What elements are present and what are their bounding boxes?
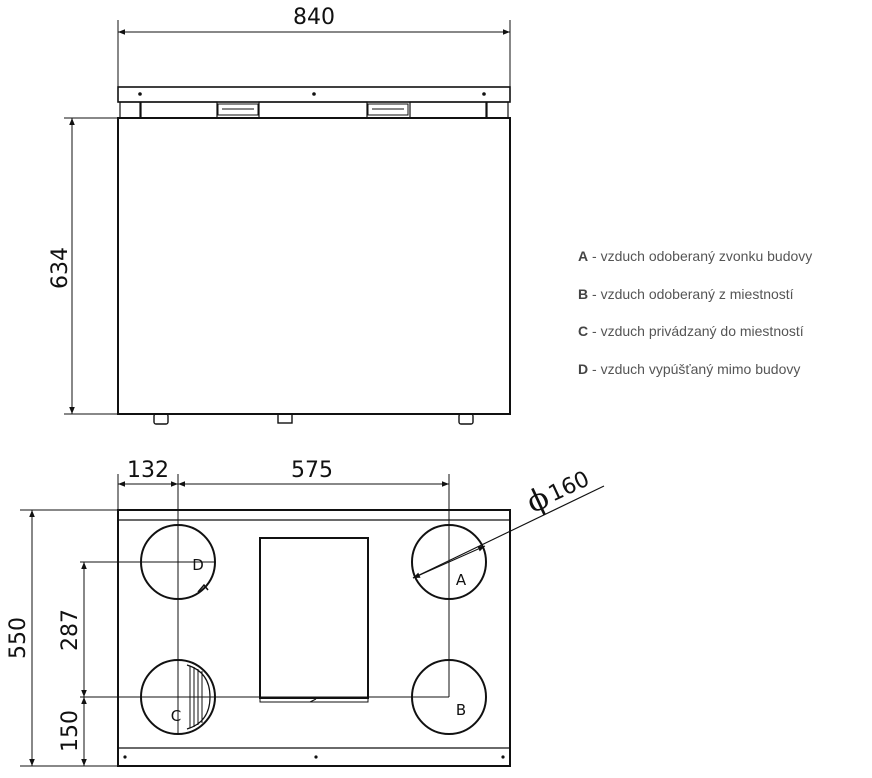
front-body [117,117,511,415]
legend-item-d: D - vzduch vypúšťaný mimo budovy [578,361,812,399]
legend-item-b: B - vzduch odoberaný z miestností [578,286,812,324]
foot [153,413,169,425]
legend-key: B [578,285,589,302]
legend-key: C [578,323,589,339]
service-panel [259,537,369,699]
legend-text: - vzduch vypúšťaný mimo budovy [588,360,801,377]
foot [277,413,293,424]
port-label-c: C [171,707,181,725]
legend-key: A [578,248,589,264]
top-view [20,474,605,767]
legend-text: - vzduch odoberaný z miestností [588,285,794,302]
diameter-annotation: ϕ 160 [521,467,594,521]
foot [458,413,474,425]
legend-text: - vzduch odoberaný zvonku budovy [588,248,813,264]
offset-label: 132 [127,458,169,483]
width-label: 840 [293,5,335,30]
legend: A - vzduch odoberaný zvonku budovy B - v… [578,248,812,398]
diameter-label: 160 [545,467,594,507]
port-label-d: D [192,556,204,574]
diameter-leader [412,485,605,579]
port-height-label: 287 [58,609,83,651]
legend-item-c: C - vzduch privádzaný do miestností [578,323,812,361]
legend-item-a: A - vzduch odoberaný zvonku budovy [578,248,812,286]
legend-key: D [578,360,589,377]
top-body [117,509,511,767]
port-label-b: B [456,701,466,719]
spacing-label: 575 [291,458,333,483]
depth-label: 550 [6,617,31,659]
height-label: 634 [48,247,73,289]
bottom-offset-label: 150 [58,710,83,752]
port-label-a: A [456,571,467,589]
front-view [64,20,511,425]
legend-text: - vzduch privádzaný do miestností [588,323,804,339]
